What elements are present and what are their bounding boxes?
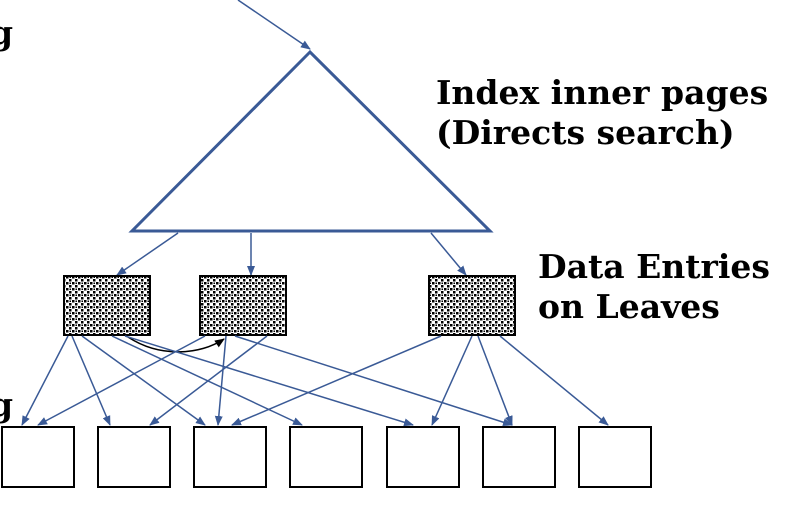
leaf-to-data-arrow [499,335,609,426]
data-entries-label: Data Entries on Leaves [538,247,770,327]
index-label-line2: (Directs search) [436,113,735,152]
cropped-text-fragment-bottom: g [0,385,14,424]
data-label-line1: Data Entries [538,247,770,286]
data-page [193,426,267,488]
leaf-to-data-arrow [21,335,69,426]
data-page [386,426,460,488]
entry-arrow [237,0,311,50]
leaf-page [63,275,151,336]
data-page [578,426,652,488]
index-to-leaf-arrow [116,232,179,276]
leaf-to-data-arrow [231,335,442,426]
leaf-to-data-arrow [37,335,206,426]
index-to-leaf-arrow [430,232,467,276]
leaf-to-data-arrow [124,335,414,427]
data-page [289,426,363,488]
index-label-line1: Index inner pages [436,73,769,112]
data-page [1,426,75,488]
leaf-to-data-arrow [111,335,303,426]
leaf-sibling-link-arrow [127,336,225,353]
cropped-text-fragment-top: g [0,13,14,52]
data-page [482,426,556,488]
leaf-to-data-arrow [71,335,111,426]
leaf-to-data-arrow [477,335,513,426]
leaf-to-data-arrows [21,335,609,427]
data-pages-row [1,426,652,488]
leaf-to-data-arrow [214,335,227,426]
leaf-to-data-arrow [234,335,513,427]
leaf-to-data-arrow [431,335,473,426]
leaf-page [428,275,516,336]
leaf-page [199,275,287,336]
leaf-to-data-arrow [149,335,268,426]
index-triangle [128,49,494,233]
index-inner-pages-label: Index inner pages (Directs search) [436,73,768,153]
leaf-to-data-arrow [81,335,206,426]
index-to-leaf-arrows [116,232,467,276]
data-page [97,426,171,488]
data-label-line2: on Leaves [538,287,720,326]
